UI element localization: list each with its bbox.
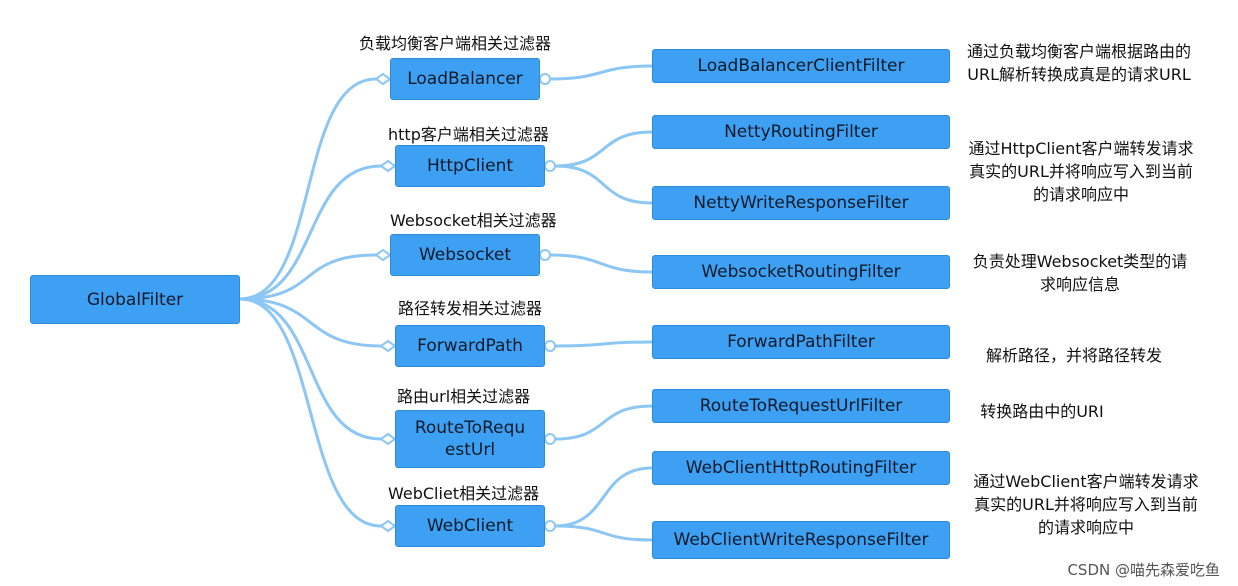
category-node[interactable]: ForwardPath [395, 325, 545, 367]
watermark: CSDN @喵先森爱吃鱼 [1067, 561, 1220, 579]
category-node[interactable]: LoadBalancer [390, 58, 540, 100]
filter-node[interactable]: NettyRoutingFilter [652, 115, 950, 149]
category-node[interactable]: RouteToRequestUrl [395, 410, 545, 468]
root-connector [239, 164, 382, 301]
filter-node[interactable]: LoadBalancerClientFilter [652, 49, 950, 83]
root-connector [239, 297, 382, 441]
description-text: 解析路径，并将路径转发 [985, 346, 1162, 365]
filter-node[interactable]: WebClientHttpRoutingFilter [652, 451, 950, 485]
root-connector [239, 297, 382, 348]
connector-circle [539, 249, 551, 261]
filter-node[interactable]: NettyWriteResponseFilter [652, 186, 950, 220]
connector-diamond [379, 339, 397, 353]
connector-circle [539, 73, 551, 85]
category-title: 路由url相关过滤器 [397, 387, 531, 406]
description-text: 通过负载均衡客户端根据路由的URL解析转换成真是的请求URL [966, 42, 1191, 84]
category-title: http客户端相关过滤器 [388, 125, 549, 144]
category-node[interactable]: WebClient [395, 505, 545, 547]
leaf-connector [554, 130, 653, 168]
connector-diamond [379, 432, 397, 446]
connector-circle [544, 433, 556, 445]
leaf-connector [554, 524, 653, 542]
root-connector [239, 253, 377, 301]
connector-circle [544, 340, 556, 352]
description-text: 通过WebClient客户端转发请求真实的URL并将响应写入到当前的请求响应中 [973, 472, 1199, 537]
filter-node[interactable]: RouteToRequestUrlFilter [652, 389, 950, 423]
connector-circle [544, 160, 556, 172]
filter-node[interactable]: WebsocketRoutingFilter [652, 255, 950, 289]
connector-diamond [379, 159, 397, 173]
connector-circle [544, 520, 556, 532]
connector-diamond [374, 248, 392, 262]
leaf-connector [554, 164, 653, 205]
connector-diamond [379, 519, 397, 533]
leaf-connector [554, 404, 653, 441]
description-text: 负责处理Websocket类型的请求响应信息 [972, 252, 1188, 294]
root-connector [239, 297, 382, 528]
description-text: 转换路由中的URI [980, 402, 1104, 421]
category-title: 负载均衡客户端相关过滤器 [359, 34, 552, 53]
description-text: 通过HttpClient客户端转发请求真实的URL并将响应写入到当前的请求响应中 [968, 139, 1194, 204]
category-node[interactable]: Websocket [390, 234, 540, 276]
connector-diamond [374, 72, 392, 86]
filter-node[interactable]: WebClientWriteResponseFilter [652, 521, 950, 559]
category-node[interactable]: HttpClient [395, 145, 545, 187]
filter-node[interactable]: ForwardPathFilter [652, 325, 950, 359]
leaf-connector [549, 64, 653, 81]
root-connector [239, 77, 377, 301]
root-node[interactable]: GlobalFilter [30, 275, 240, 324]
leaf-connector [554, 340, 653, 348]
leaf-connector [554, 466, 653, 528]
category-title: WebCliet相关过滤器 [388, 484, 540, 503]
leaf-connector [549, 253, 653, 274]
category-title: Websocket相关过滤器 [390, 211, 557, 230]
category-title: 路径转发相关过滤器 [398, 299, 543, 318]
